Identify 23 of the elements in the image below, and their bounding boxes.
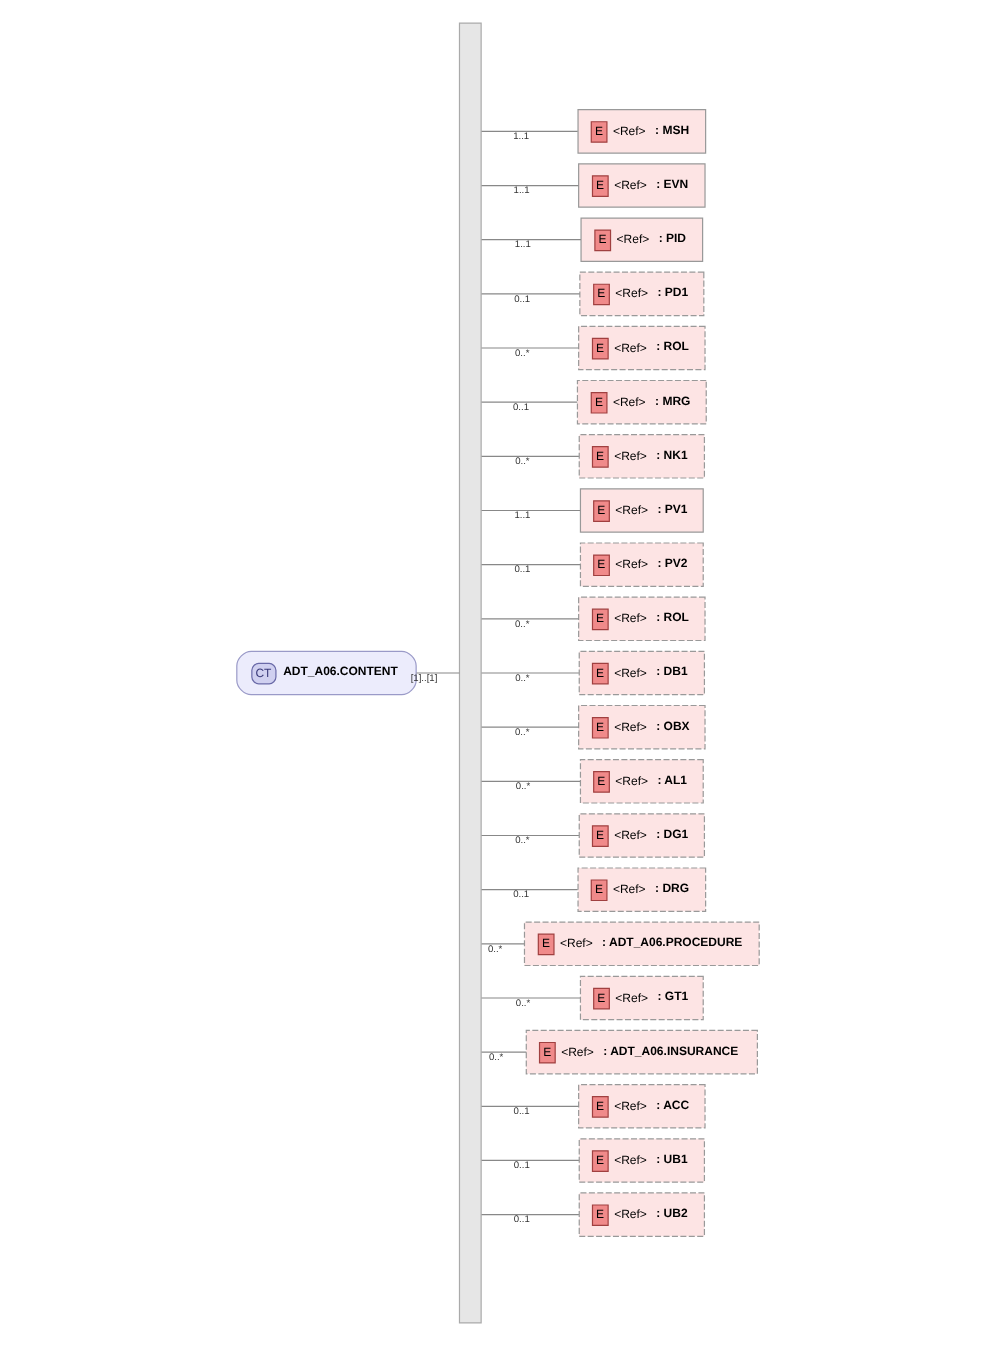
connector [480, 1159, 580, 1162]
connector [480, 1214, 580, 1216]
connector [480, 726, 580, 728]
connector [480, 293, 581, 295]
connector [480, 889, 579, 891]
connector [480, 618, 580, 620]
connector [480, 401, 578, 403]
connector [480, 834, 580, 837]
connector [480, 1105, 580, 1107]
connector [480, 130, 579, 132]
connector [480, 1051, 527, 1053]
node-bar [458, 22, 482, 1324]
connector [415, 672, 460, 674]
connector [480, 564, 581, 566]
connector [480, 780, 581, 782]
connector [480, 455, 580, 457]
connector [480, 997, 581, 999]
connector [480, 239, 582, 241]
connector [480, 509, 581, 512]
connector [480, 347, 580, 349]
connector [480, 672, 580, 674]
connector [480, 184, 580, 187]
connector [480, 943, 525, 945]
